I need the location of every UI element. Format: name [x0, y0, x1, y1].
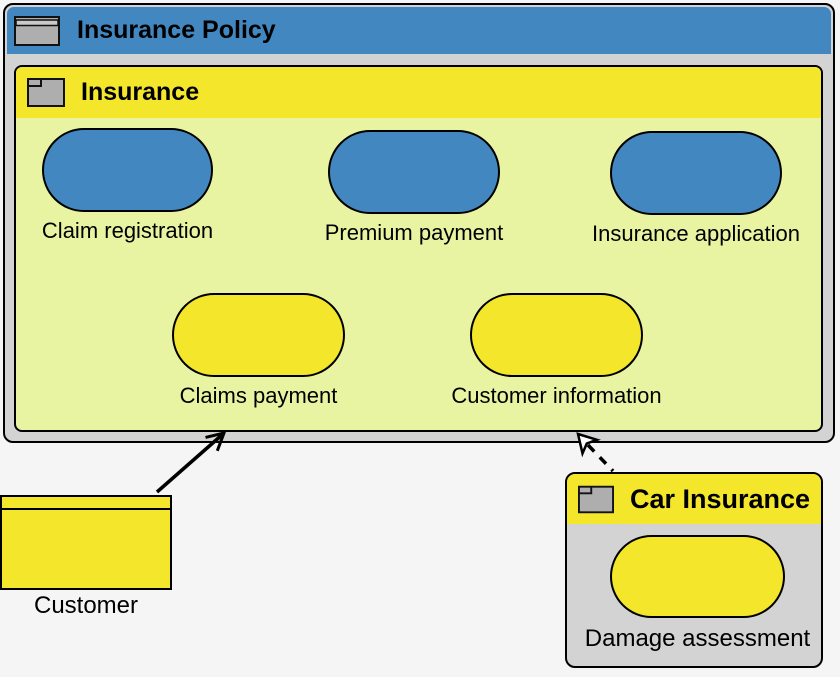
customer-information-pill[interactable]	[470, 293, 643, 377]
insurance-policy-header: Insurance Policy	[7, 7, 831, 54]
car-insurance-container[interactable]: Car Insurance Damage assessment	[565, 472, 823, 668]
damage-assessment-label: Damage assessment	[584, 625, 811, 652]
function-premium-payment[interactable]: Premium payment	[325, 130, 503, 245]
customer-box-divider	[2, 508, 170, 510]
function-claim-registration[interactable]: Claim registration	[42, 128, 213, 243]
function-claims-payment[interactable]: Claims payment	[172, 293, 345, 408]
claim-registration-pill[interactable]	[42, 128, 213, 212]
customer-box[interactable]	[0, 495, 172, 590]
customer-label: Customer	[33, 592, 139, 619]
claim-registration-label: Claim registration	[41, 218, 214, 243]
car-insurance-title: Car Insurance	[630, 483, 811, 514]
insurance-title: Insurance	[81, 78, 200, 106]
claims-payment-label: Claims payment	[179, 383, 338, 408]
insurance-policy-container[interactable]: Insurance Policy Insurance Claim registr…	[3, 3, 835, 443]
insurance-application-pill[interactable]	[610, 131, 782, 215]
claims-payment-pill[interactable]	[172, 293, 345, 377]
folder-icon	[27, 78, 65, 107]
premium-payment-pill[interactable]	[328, 130, 500, 214]
insurance-policy-title: Insurance Policy	[77, 16, 276, 44]
premium-payment-label: Premium payment	[324, 220, 504, 245]
insurance-application-label: Insurance application	[592, 221, 800, 246]
insurance-header: Insurance	[16, 67, 821, 118]
function-customer-information[interactable]: Customer information	[451, 293, 662, 408]
customer-information-label: Customer information	[451, 383, 662, 408]
function-damage-assessment[interactable]: Damage assessment	[585, 535, 810, 652]
insurance-container[interactable]: Insurance Claim registration Premium pay…	[14, 65, 823, 432]
damage-assessment-pill[interactable]	[610, 535, 785, 618]
function-insurance-application[interactable]: Insurance application	[592, 131, 800, 246]
frame-icon	[14, 15, 60, 46]
car-insurance-header: Car Insurance	[567, 474, 821, 524]
folder-icon	[578, 485, 614, 513]
